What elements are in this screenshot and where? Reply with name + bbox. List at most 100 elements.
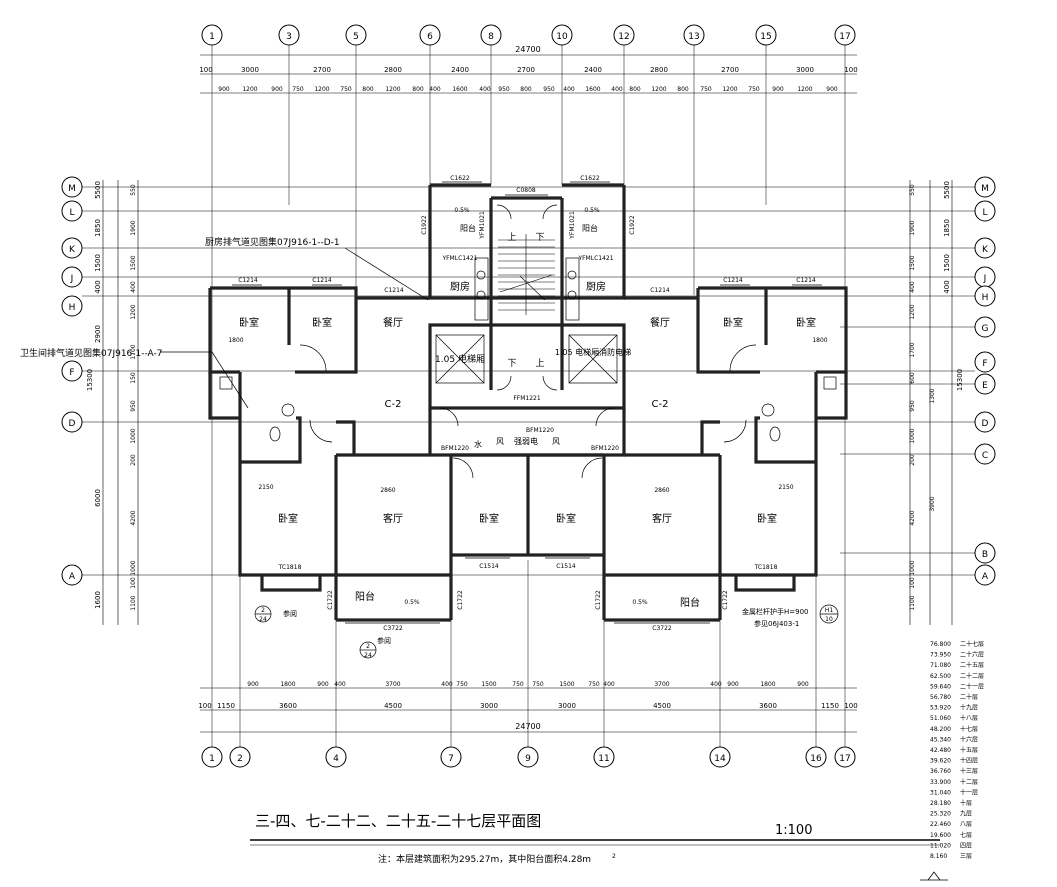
axis-bubble: 12 (613, 24, 635, 46)
axis-bubble: H (974, 285, 996, 307)
opening-tags: C1622 C1622 C0808 C1214 C1214 C1214 C121… (228, 175, 827, 632)
elevation-value: 73.950 (930, 652, 951, 659)
kitchen-counter-right (565, 257, 580, 321)
dim-text: 3000 (480, 702, 498, 710)
dimension-lines (102, 54, 953, 733)
door-swing (452, 457, 474, 479)
window-tag: C1214 (238, 277, 258, 284)
svg-text:10: 10 (556, 32, 568, 42)
dim-text: 1150 (821, 702, 839, 710)
axis-bubble: L (61, 200, 83, 222)
elevator-left (435, 334, 485, 384)
svg-text:4: 4 (333, 754, 339, 764)
svg-text:7: 7 (448, 754, 454, 764)
right-dimensions: 5500 1850 1500 400 15300 550 1900 1500 4… (909, 181, 964, 611)
dim-text: 1500 (94, 254, 102, 272)
dim-text: 950 (498, 86, 510, 93)
window-tag: C1214 (312, 277, 332, 284)
axis-bubble: 11 (593, 746, 615, 768)
room-label: 餐厅 (650, 316, 670, 329)
dim-text: 150 (130, 372, 137, 384)
room-label: 卧室 (723, 316, 743, 329)
railing-reference: 参见06J403-1 (754, 619, 799, 628)
dim-text: 2700 (721, 66, 739, 74)
dim-text: 1500 (481, 681, 496, 688)
shaft-icon (219, 376, 233, 390)
dim-text: 100 (199, 66, 212, 74)
dim-text: 3700 (654, 681, 669, 688)
axis-bubble: C (974, 443, 996, 465)
elevation-marker-icon (920, 871, 948, 881)
svg-text:10: 10 (825, 616, 833, 623)
dim-label: 2150 (778, 484, 793, 491)
dim-text: 1600 (452, 86, 467, 93)
washbasin-icon (281, 403, 295, 417)
axis-bubble: F (61, 360, 83, 382)
dim-total-bottom: 24700 (515, 722, 540, 731)
dim-text: 2800 (384, 66, 402, 74)
shaft-label: 水 (474, 439, 482, 449)
door-swing (496, 375, 512, 391)
axis-bubble: L (974, 200, 996, 222)
floor-name: 十八层 (960, 714, 978, 722)
floor-name: 十七层 (960, 725, 978, 733)
floor-name: 二十六层 (960, 651, 984, 659)
axis-bubble: 7 (440, 746, 462, 768)
room-label: 卧室 (757, 512, 777, 525)
axis-bubble: 14 (709, 746, 731, 768)
dim-text: 2900 (94, 325, 102, 343)
dim-text: 750 (532, 681, 544, 688)
axis-bubble: 9 (517, 746, 539, 768)
svg-text:17: 17 (839, 754, 850, 764)
walls (208, 183, 848, 622)
dim-text: 750 (456, 681, 468, 688)
slope-label: 0.5% (404, 599, 420, 606)
svg-text:C: C (982, 451, 988, 461)
stair-label: 下 (535, 233, 544, 243)
room-labels: 卧室 卧室 餐厅 餐厅 卧室 卧室 厨房 厨房 阳台 阳台 C-2 C-2 卧室… (239, 223, 816, 609)
floor-name: 二十二层 (960, 672, 984, 680)
slope-label: 0.5% (454, 207, 470, 214)
axis-bubbles-bottom: 1 2 4 7 9 11 14 16 17 (201, 746, 856, 768)
title-block: 三-四、七-二十二、二十五-二十七层平面图 1:100 注：本层建筑面积为295… (250, 812, 940, 865)
unit-label: C-2 (385, 399, 402, 410)
svg-text:参阅: 参阅 (283, 609, 297, 618)
elevation-value: 48.200 (930, 726, 951, 733)
elevation-value: 53.920 (930, 705, 951, 712)
floor-name: 十一层 (960, 788, 978, 796)
dim-text: 1500 (909, 255, 916, 270)
svg-text:12: 12 (618, 32, 629, 42)
svg-text:K: K (982, 245, 989, 255)
elevation-value: 42.480 (930, 747, 951, 754)
dim-text: 1000 (909, 428, 916, 443)
elevation-value: 39.620 (930, 758, 951, 765)
dim-text: 100 (844, 702, 857, 710)
floor-name: 十层 (960, 799, 972, 807)
stair-label: 下 (507, 359, 516, 369)
dim-text: 100 (130, 577, 137, 589)
dim-text: 1800 (760, 681, 775, 688)
dim-text: 1000 (130, 428, 137, 443)
slope-label: 0.5% (584, 207, 600, 214)
svg-text:F: F (69, 368, 74, 378)
dim-text: 1200 (130, 304, 137, 319)
window-tag: C1722 (595, 590, 602, 610)
bottom-dimensions: 100 1150 3600 4500 3000 3000 4500 3600 1… (198, 702, 857, 731)
dim-label: 2860 (380, 487, 395, 494)
room-label: 卧室 (239, 316, 259, 329)
floor-name: 三层 (960, 853, 972, 860)
floor-name: 二十层 (960, 693, 978, 701)
dim-text: 1800 (280, 681, 295, 688)
dim-text: 2400 (451, 66, 469, 74)
shaft-icon (823, 376, 837, 390)
axis-bubble: H (61, 295, 83, 317)
svg-text:M: M (68, 184, 76, 194)
dim-text: 1300 (929, 388, 936, 403)
dim-text: 800 (677, 86, 689, 93)
dim-text: 1850 (94, 219, 102, 237)
room-label: 客厅 (383, 512, 403, 525)
floor-name: 十六层 (960, 735, 978, 743)
elevation-value: 56.780 (930, 694, 951, 701)
